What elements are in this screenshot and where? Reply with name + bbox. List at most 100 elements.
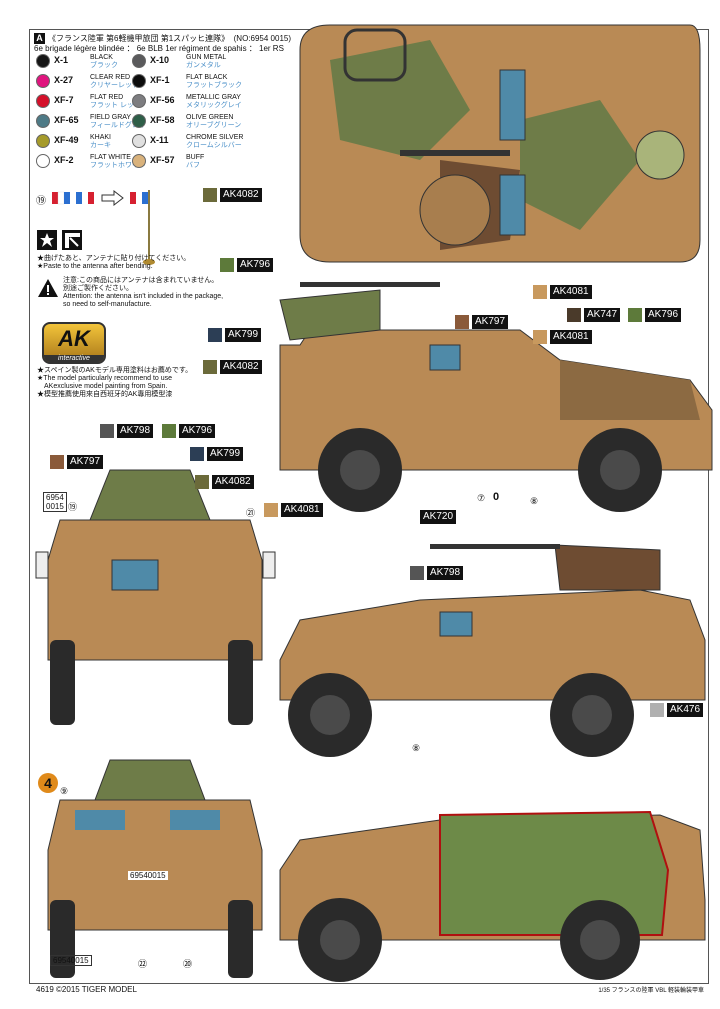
color-swatch (203, 360, 217, 374)
color-swatch (36, 134, 50, 148)
title-fr: 6e brigade légère blindée ： 6e BLB 1er r… (34, 44, 284, 53)
scheme-marker: A (34, 33, 45, 44)
color-swatch (190, 447, 204, 461)
color-code: AK796 (237, 258, 274, 272)
note-bend-jp: ★曲げたあと、アンテナに貼り付けてください。 (37, 255, 191, 262)
color-code: AK4081 (550, 330, 592, 344)
color-callout-ak796: AK796 (162, 424, 216, 438)
color-swatch (195, 475, 209, 489)
color-swatch (132, 134, 146, 148)
color-code: AK797 (472, 315, 509, 329)
ak-note: ★スペイン製のAKモデル専用塗料はお薦めです。 ★The model parti… (37, 367, 192, 399)
color-callout-ak798: AK798 (410, 566, 464, 580)
decal-symbols (37, 230, 82, 250)
rear-plate: 69540015 (50, 955, 92, 966)
color-swatch (36, 154, 50, 168)
ak-note-cn: ★模型推薦使用來自西班牙的AK專用模型漆 (37, 391, 173, 398)
paint-name-jp: メタリックグレイ (186, 102, 242, 109)
color-swatch (132, 94, 146, 108)
tactical-number-4: 4 (38, 773, 58, 793)
paint-name-jp: ブラック (90, 62, 118, 69)
callout-8: ⑧ (530, 496, 539, 506)
plate-line1: 6954 (46, 493, 64, 502)
note-bend-en: ★Paste to the antenna after bending. (37, 263, 153, 270)
paint-name-jp: フィールドグレイ (90, 122, 146, 129)
plate-line2: 0015 (46, 502, 64, 511)
color-callout-ak720: AK720 (420, 510, 457, 524)
front-view-2 (47, 759, 263, 978)
paint-name-en: METALLIC GRAY (186, 94, 241, 101)
paint-name-jp: ガンメタル (186, 62, 221, 69)
callout-20: ⑳ (183, 959, 193, 969)
callout-22: ㉒ (138, 959, 148, 969)
callout-9: ⑨ (60, 786, 69, 796)
decal-19-number: ⑲ (36, 196, 46, 207)
ak-note-en2: AKexclusive model painting from Spain. (44, 383, 168, 390)
paint-code: XF-49 (54, 135, 79, 145)
color-callout-ak4082: AK4082 (203, 360, 262, 374)
color-callout-ak4082: AK4082 (195, 475, 254, 489)
paint-code: XF-1 (150, 75, 170, 85)
color-swatch (455, 315, 469, 329)
callout-21: ㉑ (246, 508, 256, 518)
warn-jp2: 別途ご製作ください。 (63, 285, 133, 292)
warn-jp1: 注意:この商品にはアンテナは含まれていません。 (63, 277, 219, 284)
paint-name-en: KHAKI (90, 134, 112, 141)
ak-note-en1: ★The model particularly recommend to use (37, 375, 173, 382)
paint-code: XF-57 (150, 155, 175, 165)
color-swatch (264, 503, 278, 517)
paint-name-jp: カーキ (90, 142, 111, 149)
callout-7: ⑦ (477, 493, 486, 503)
side-view-left (279, 282, 713, 512)
color-code: AK4081 (550, 285, 592, 299)
warn-en1: Attention: the antenna isn't included in… (63, 293, 224, 300)
color-code: AK796 (179, 424, 216, 438)
ak-note-jp: ★スペイン製のAKモデル専用塗料はお薦めです。 (37, 367, 193, 374)
front-plate: 69540015 (128, 871, 168, 880)
paint-name-jp: バフ (186, 162, 200, 169)
paint-name-jp: クリヤーレッド (90, 82, 139, 89)
color-swatch (132, 154, 146, 168)
color-swatch (533, 285, 547, 299)
paint-code: X-10 (150, 55, 170, 65)
warn-en2: so need to self-manufacture. (63, 301, 152, 308)
color-swatch (36, 74, 50, 88)
footer-title: 1/35 フランスの陸軍 VBL 軽装輪装甲車 (598, 988, 704, 994)
paint-code: XF-56 (150, 95, 175, 105)
color-callout-ak796: AK796 (220, 258, 274, 272)
warning-icon (38, 279, 58, 297)
paint-name-jp: フラット レッド (90, 102, 141, 109)
footer-copyright: 4619 ©2015 TIGER MODEL (36, 985, 137, 994)
color-code: AK747 (584, 308, 621, 322)
ak-interactive-logo: AK interactive (42, 322, 106, 364)
color-swatch (36, 114, 50, 128)
front-view-1 (35, 469, 276, 725)
paint-name-jp: クロームシルバー (186, 142, 242, 149)
color-code: AK4081 (281, 503, 323, 517)
color-swatch (567, 308, 581, 322)
color-callout-ak476: AK476 (650, 703, 704, 717)
antenna-flag-diagram (52, 190, 155, 265)
color-callout-ak796: AK796 (628, 308, 682, 322)
side-view-cutaway (279, 810, 706, 982)
vehicle-number: (NO:6954 0015) (233, 34, 292, 43)
color-swatch (410, 566, 424, 580)
color-code: AK798 (427, 566, 464, 580)
color-swatch (36, 94, 50, 108)
color-swatch (132, 54, 146, 68)
color-callout-ak4082: AK4082 (203, 188, 262, 202)
paint-name-en: CLEAR RED (90, 74, 131, 81)
color-code: AK796 (645, 308, 682, 322)
color-swatch (533, 330, 547, 344)
color-swatch (132, 114, 146, 128)
color-code: AK4082 (212, 475, 254, 489)
